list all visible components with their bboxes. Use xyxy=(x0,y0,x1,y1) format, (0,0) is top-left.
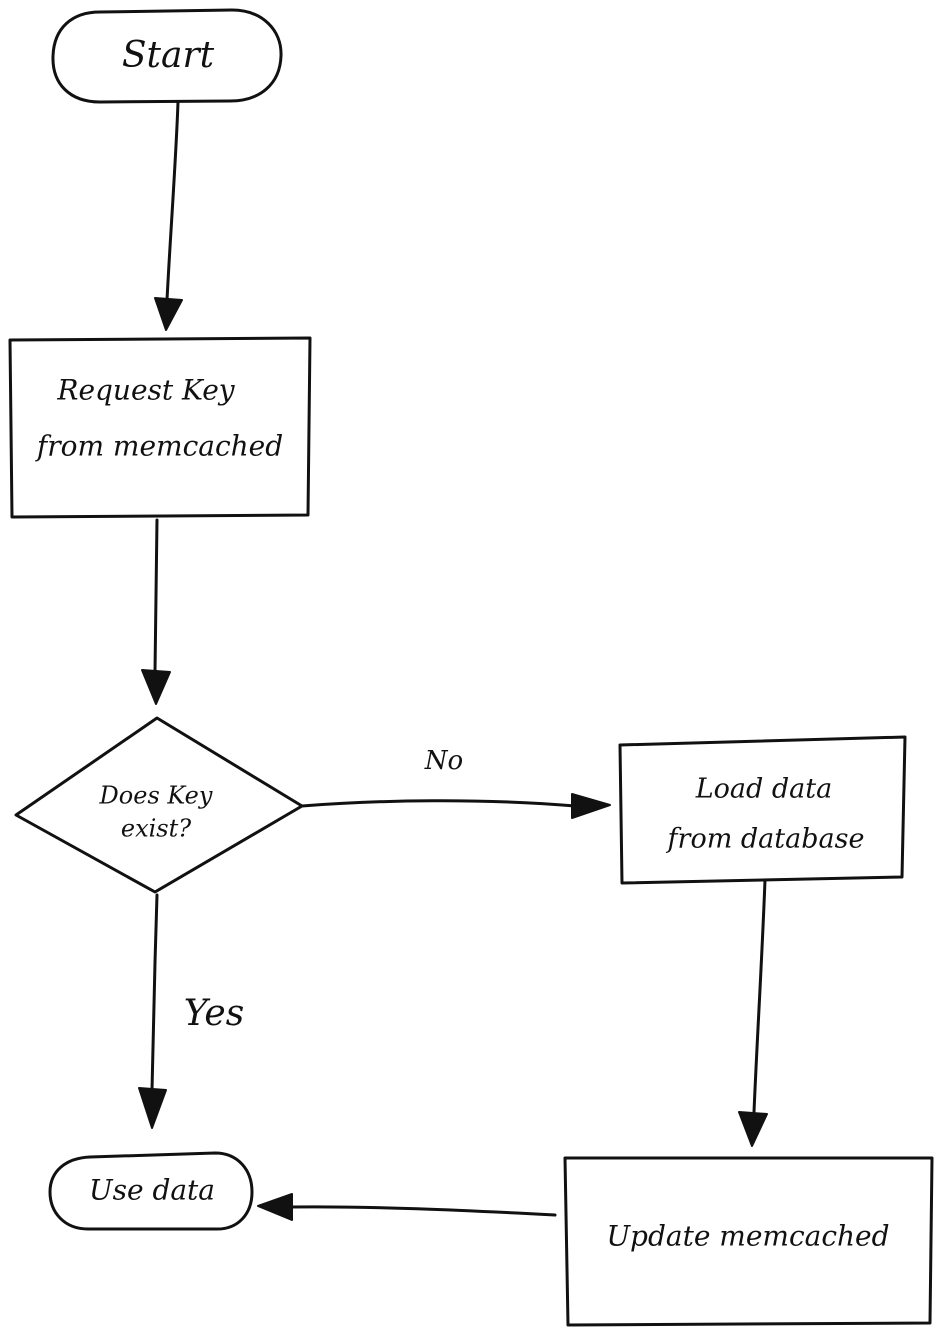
arrowhead-use-from-decision xyxy=(138,1087,167,1129)
decision-diamond-shape xyxy=(14,716,304,894)
edge-update-to-use xyxy=(288,1205,557,1217)
request-process-shape xyxy=(8,336,312,519)
edge-request-to-decision xyxy=(153,518,159,674)
edges xyxy=(138,100,768,1221)
node-start: Start xyxy=(51,8,283,104)
arrowhead-use-from-update xyxy=(257,1193,293,1221)
arrowhead-update xyxy=(738,1111,768,1147)
decision-label-line-2: exist? xyxy=(121,815,191,843)
use-label: Use data xyxy=(89,1174,215,1207)
load-label-line-1: Load data xyxy=(695,774,832,805)
arrowhead-load xyxy=(571,793,611,819)
request-label-line-2: from memcached xyxy=(35,430,283,463)
use-terminator-shape xyxy=(48,1151,254,1231)
edge-decision-to-use xyxy=(150,893,159,1092)
load-process-shape xyxy=(618,735,907,885)
arrowhead-decision xyxy=(141,669,171,705)
edge-labels: No Yes xyxy=(184,746,463,1034)
start-label: Start xyxy=(122,35,215,76)
edge-decision-to-load xyxy=(300,799,577,808)
node-decision: Does Key exist? xyxy=(14,716,304,894)
load-label-line-2: from database xyxy=(666,824,865,855)
nodes: Start Request Key from memcached Does Ke… xyxy=(8,8,934,1327)
edge-start-to-request xyxy=(165,100,180,302)
node-use-data: Use data xyxy=(48,1151,254,1231)
arrowhead-request xyxy=(154,297,183,331)
update-label: Update memcached xyxy=(606,1220,889,1253)
update-process-shape xyxy=(563,1156,934,1327)
yes-branch-label: Yes xyxy=(184,993,244,1034)
node-load-data: Load data from database xyxy=(618,735,907,885)
no-branch-label: No xyxy=(424,746,463,776)
start-terminator-shape xyxy=(51,8,283,104)
edge-load-to-update xyxy=(752,878,767,1114)
decision-label-line-1: Does Key xyxy=(99,782,213,810)
node-update-memcached: Update memcached xyxy=(563,1156,934,1327)
node-request-key: Request Key from memcached xyxy=(8,336,312,519)
request-label-line-1: Request Key xyxy=(56,374,235,407)
